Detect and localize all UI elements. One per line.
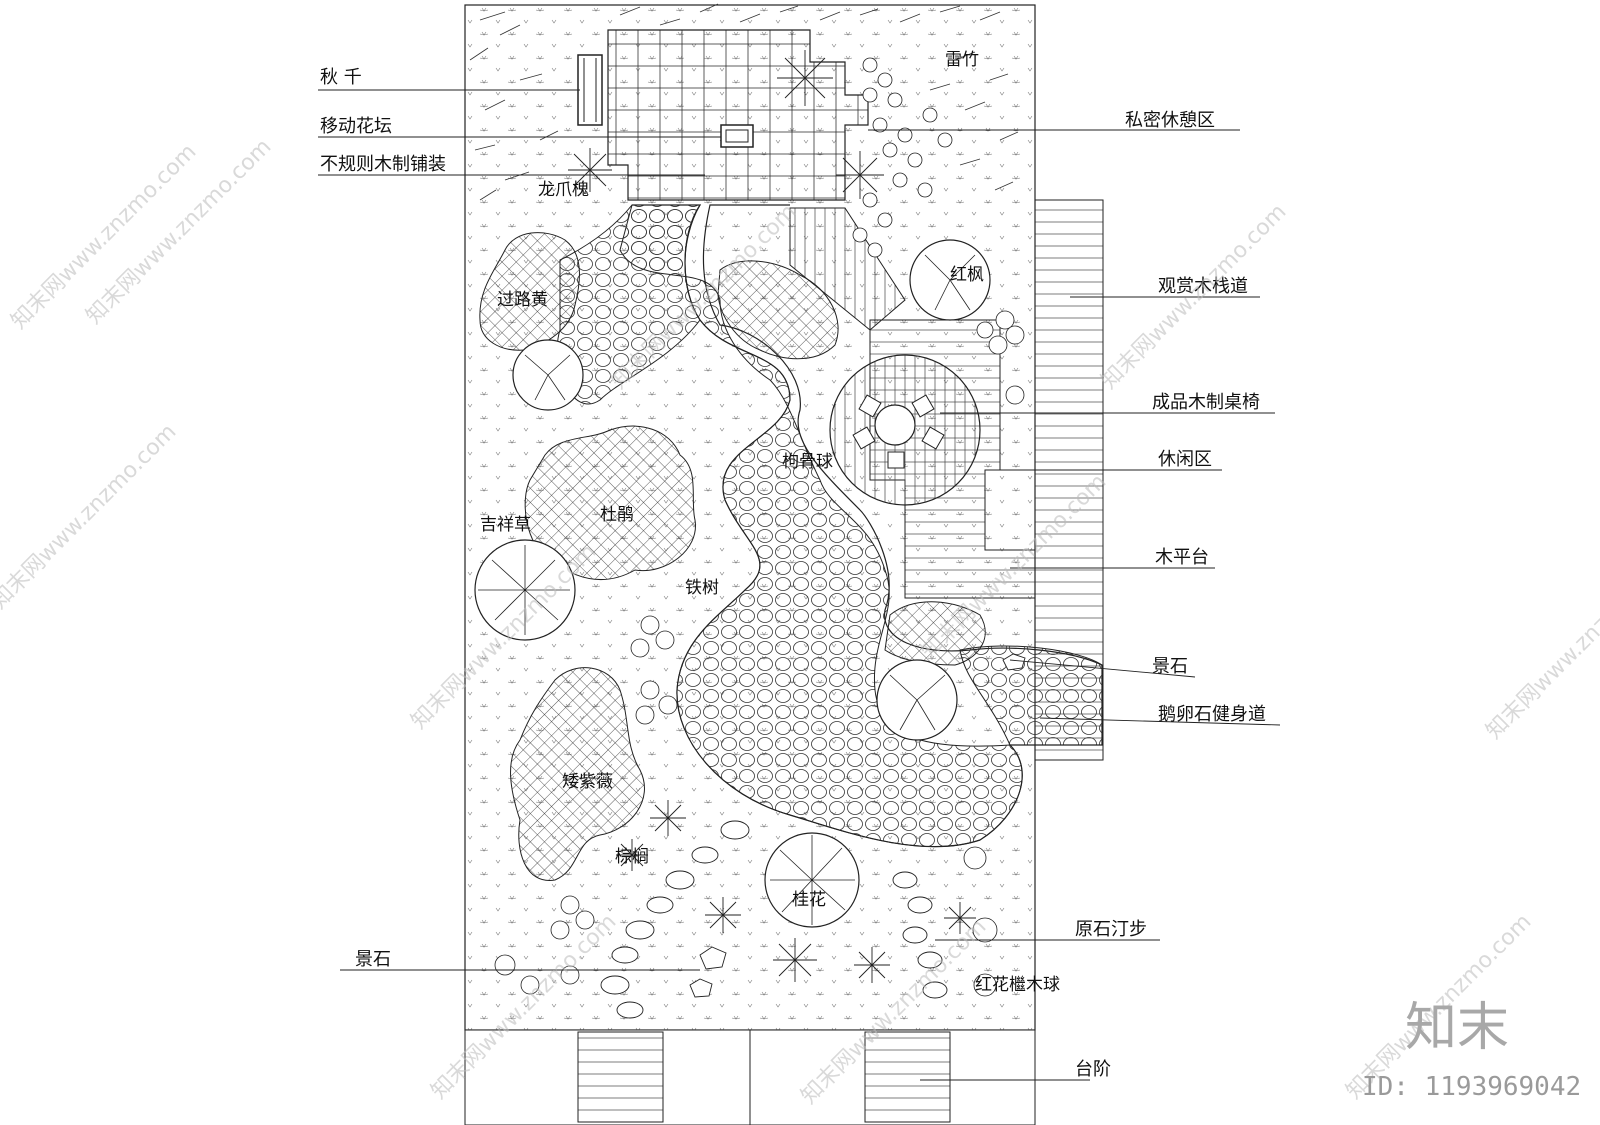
plant-label-kirin: 吉祥草 [480,515,531,535]
stepping-stones-shapes [600,653,1026,1019]
star-plants [568,50,976,983]
dense-shrubs [852,57,953,258]
plant-label-dragon-claw: 龙爪槐 [538,180,589,200]
yellow-mass-2 [717,260,839,360]
plant-label-yellow: 过路黄 [497,290,548,310]
callout-movable-planter: 移动花坛 [320,116,392,137]
plant-label-azalea: 杜鹃 [600,505,634,525]
plant-label-crape: 矮紫薇 [562,772,613,792]
plant-label-boxwood: 枸骨球 [782,452,833,472]
plant-label-loropetalum: 红花檵木球 [975,975,1060,995]
plant-label-palm: 棕榈 [615,847,649,867]
callout-wooden-table-chairs: 成品木制桌椅 [1152,392,1260,413]
callout-landscape-rock-bottom: 景石 [355,949,391,970]
wood-paving-area [607,29,869,201]
swing-shape [577,54,603,126]
callout-steps: 台阶 [1075,1059,1111,1080]
leaf-clusters [494,310,1025,997]
plant-label-thunder-bamboo: 雷竹 [945,50,979,70]
callout-stepping-stones: 原石汀步 [1075,919,1147,940]
maple-tree-right [876,659,958,741]
callout-wood-deck: 木平台 [1155,547,1209,568]
image-id: ID: 1193969042 [1362,1072,1581,1102]
bamboo-strokes [469,3,1019,201]
plant-label-cycad: 铁树 [685,578,719,598]
red-maple-tree [909,239,991,321]
callout-landscape-rock-right: 景石 [1152,656,1188,677]
callout-viewing-boardwalk: 观赏木栈道 [1158,276,1248,297]
osmanthus-tree [764,832,860,928]
watermark: 知末网www.znzmo.com [1482,549,1600,744]
step-right [864,1031,951,1123]
boxwood-tree [512,339,584,411]
leader-lines [318,89,1281,1081]
step-left [577,1031,664,1123]
kirin-tree [474,539,576,641]
brand-logo: 知末 [1405,998,1509,1058]
crape-mass [510,667,645,881]
diagonal-deck [789,207,906,331]
callout-irregular-wood-paving: 不规则木制铺装 [320,154,446,175]
callout-leisure-area: 休闲区 [1158,449,1212,470]
watermark: 知末网www.znzmo.com [0,419,181,614]
table [874,404,916,446]
yellow-mass [479,232,580,351]
plant-label-red-maple: 红枫 [950,265,984,285]
callout-swing: 秋 千 [320,67,362,88]
plant-label-osmanthus: 桂花 [792,890,826,910]
callout-private-rest-area: 私密休憩区 [1125,110,1215,131]
callout-pebble-fitness-path: 鹅卵石健身道 [1158,704,1266,725]
